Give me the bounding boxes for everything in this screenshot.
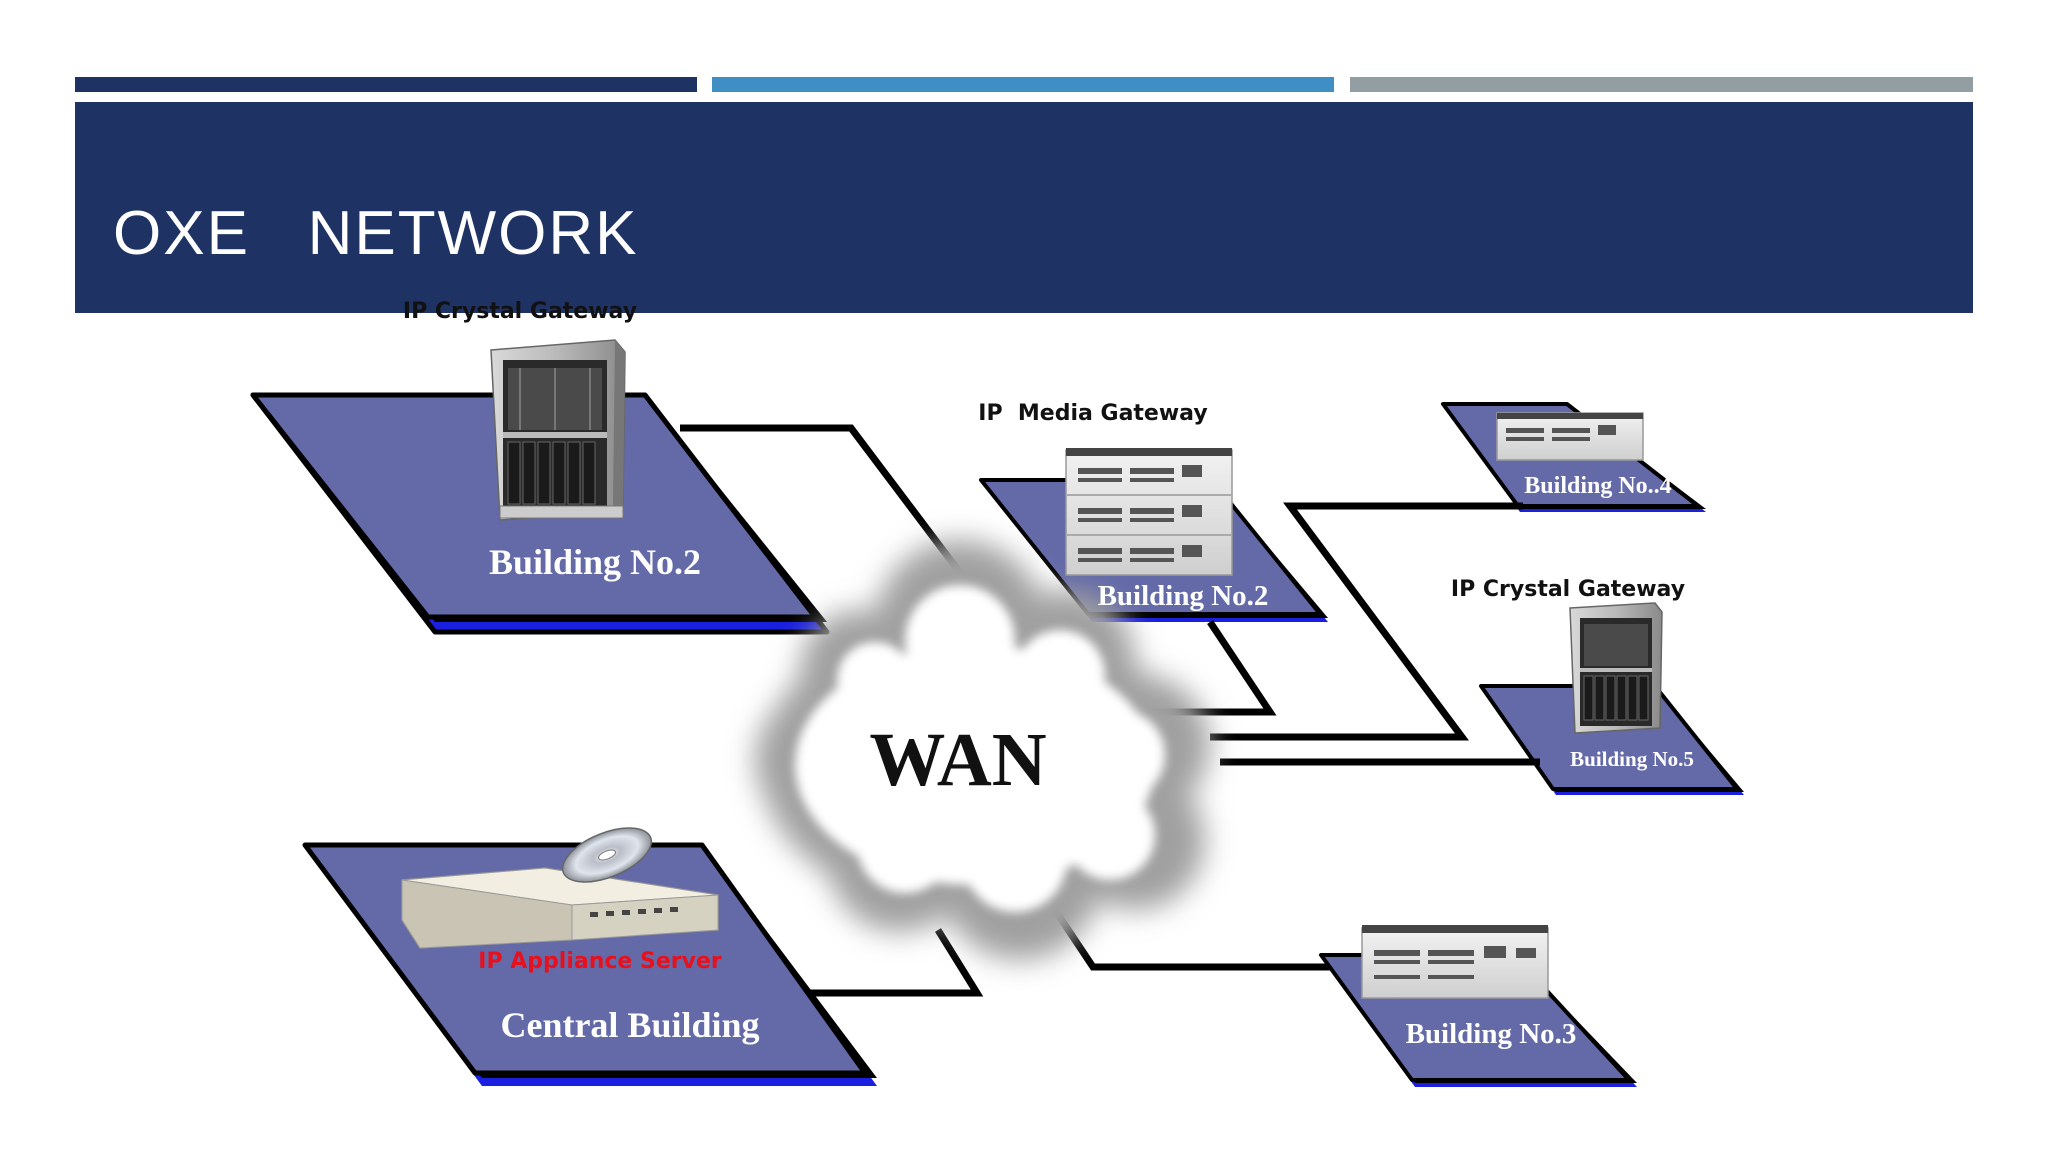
- media-gateway-icon: [1065, 448, 1233, 576]
- accent-bar-blue: [712, 77, 1334, 92]
- title-band: [75, 102, 1973, 313]
- accent-bar-dark: [75, 77, 697, 92]
- building-label-b3: Building No.3: [1406, 1018, 1577, 1050]
- media-gateway-icon: [1361, 925, 1549, 999]
- rack-icon: [490, 339, 626, 521]
- device-label-media: IP Media Gateway: [978, 401, 1207, 426]
- platform-b5: [1479, 684, 1744, 795]
- device-label-crystal-right: IP Crystal Gateway: [1451, 577, 1685, 602]
- building-label-b2-right: Building No.2: [1098, 580, 1269, 612]
- slide-title: OXE NETWORK: [113, 199, 639, 268]
- building-label-b5: Building No.5: [1570, 747, 1694, 771]
- building-label-b4: Building No..4: [1524, 473, 1671, 499]
- device-label-crystal-left: IP Crystal Gateway: [403, 299, 637, 324]
- cd-disc-icon: [561, 827, 653, 883]
- link-central: [810, 928, 984, 997]
- device-label-server: IP Appliance Server: [478, 949, 722, 974]
- building-label-central: Central Building: [500, 1005, 759, 1045]
- wan-label: WAN: [869, 718, 1046, 802]
- building-label-b2-left: Building No.2: [489, 542, 701, 582]
- server-icon: [401, 867, 719, 949]
- link-b2-left: [680, 424, 970, 585]
- accent-bar-gray: [1350, 77, 1973, 92]
- wan-cloud: [755, 540, 1210, 960]
- rack-icon: [1569, 602, 1663, 734]
- media-gateway-icon: [1496, 412, 1644, 461]
- link-b4: [1210, 502, 1523, 741]
